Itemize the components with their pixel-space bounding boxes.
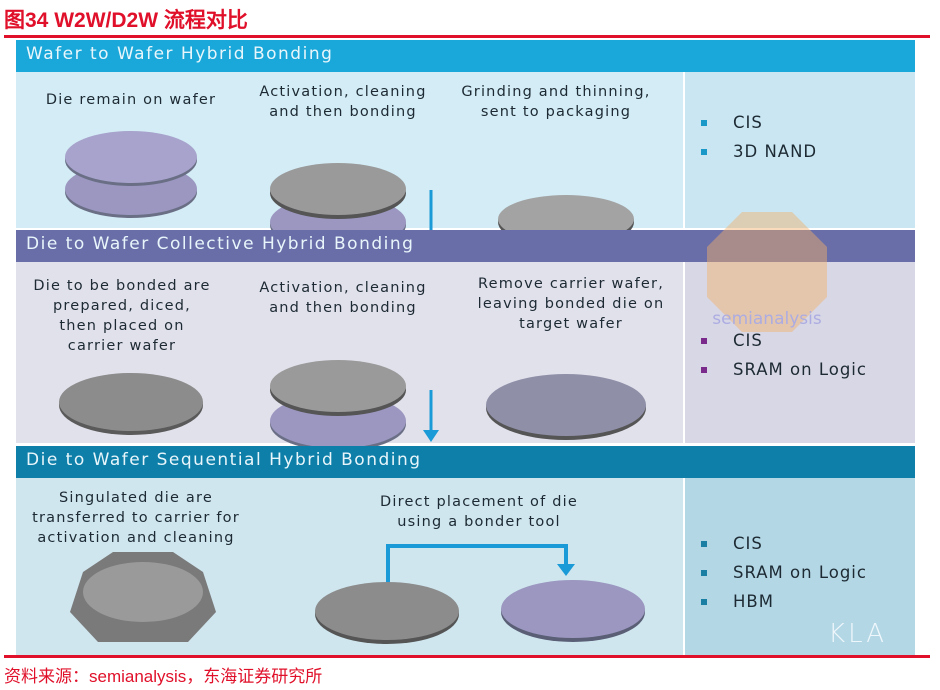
die-carrier-wafer-icon — [315, 582, 459, 644]
arrow-down-icon — [423, 390, 439, 442]
application-item: HBM — [701, 587, 867, 616]
section-header-d2w-collective: Die to Wafer Collective Hybrid Bonding — [16, 230, 915, 262]
step-caption: Remove carrier wafer, leaving bonded die… — [477, 276, 665, 332]
bottom-divider — [4, 655, 930, 658]
step-caption: Grinding and thinning, sent to packaging — [461, 84, 651, 120]
step-caption: Activation, cleaning and then bonding — [259, 84, 427, 120]
source-note: 资料来源：semianalysis，东海证券研究所 — [4, 667, 323, 686]
wafer-stack-icon — [65, 131, 197, 218]
carrier-wafer-icon — [59, 373, 203, 435]
application-item: 3D NAND — [701, 137, 817, 166]
step-caption: Direct placement of die using a bonder t… — [380, 494, 578, 530]
step-caption: Activation, cleaning and then bonding — [259, 280, 427, 316]
application-item: CIS — [701, 108, 817, 137]
placement-arrow-icon — [386, 544, 575, 586]
application-item: CIS — [701, 326, 867, 355]
die-bonding-icon — [270, 360, 406, 451]
figure-panel: Wafer to Wafer Hybrid Bonding CIS 3D NAN… — [16, 40, 915, 655]
application-item: CIS — [701, 529, 867, 558]
semianalysis-watermark-logo: semianalysis — [707, 212, 827, 332]
application-item: SRAM on Logic — [701, 558, 867, 587]
section-body-d2w-collective: semianalysis CIS SRAM on Logic Die to be… — [16, 212, 915, 451]
section-body-d2w-sequential: CIS SRAM on Logic HBM KLA Singulated die… — [16, 478, 915, 655]
section-header-w2w: Wafer to Wafer Hybrid Bonding — [16, 40, 915, 72]
svg-text:semianalysis: semianalysis — [712, 309, 822, 329]
figure-title: 图34 W2W/D2W 流程对比 — [4, 9, 248, 32]
kla-logo: KLA — [828, 619, 887, 649]
step-caption: Die remain on wafer — [45, 92, 217, 108]
section-body-w2w: CIS 3D NAND Die remain on wafer Activati… — [16, 72, 915, 251]
top-divider — [4, 35, 930, 38]
step-caption: Singulated die are transferred to carrie… — [32, 490, 240, 546]
carrier-frame-icon — [70, 552, 216, 642]
application-item: SRAM on Logic — [701, 355, 867, 384]
target-wafer-icon — [486, 374, 646, 440]
bonded-wafer-icon — [501, 580, 645, 642]
step-caption: Die to be bonded are prepared, diced, th… — [33, 278, 211, 354]
section-header-d2w-sequential: Die to Wafer Sequential Hybrid Bonding — [16, 446, 915, 478]
